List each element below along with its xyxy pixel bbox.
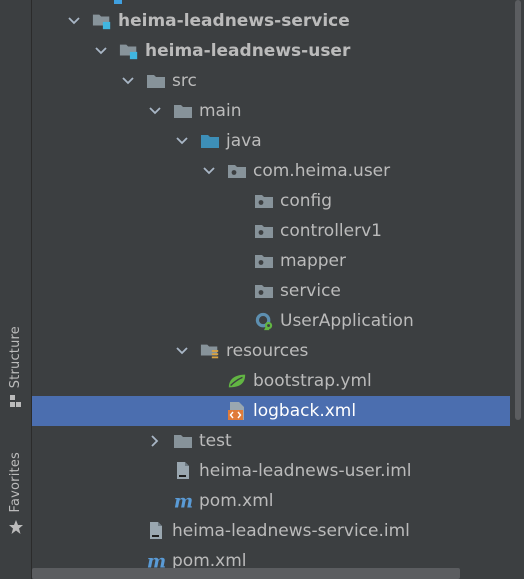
tree-row[interactable]: controllerv1 bbox=[32, 216, 510, 246]
tree-row-label: heima-leadnews-user bbox=[145, 41, 351, 61]
chevron-right-icon[interactable] bbox=[147, 426, 163, 456]
tree-row[interactable]: src bbox=[32, 66, 510, 96]
svg-text:m: m bbox=[174, 492, 193, 510]
horizontal-scrollbar-thumb[interactable] bbox=[32, 568, 460, 579]
left-tool-strip: Structure Favorites bbox=[0, 0, 32, 579]
tree-row[interactable]: mapper bbox=[32, 246, 510, 276]
package-icon bbox=[254, 246, 274, 276]
tree-row[interactable]: resources bbox=[32, 336, 510, 366]
tree-row[interactable]: config bbox=[32, 186, 510, 216]
folder-icon bbox=[146, 66, 166, 96]
package-icon bbox=[254, 186, 274, 216]
xml-file-icon bbox=[227, 396, 247, 426]
tree-row-label: mapper bbox=[280, 251, 347, 271]
project-tree: heima-leadnews-service heima-leadnews-use… bbox=[32, 0, 510, 572]
tree-row-label: controllerv1 bbox=[280, 221, 382, 241]
tree-row-label: logback.xml bbox=[253, 401, 357, 421]
chevron-down-icon[interactable] bbox=[201, 156, 217, 186]
tree-row[interactable]: heima-leadnews-service bbox=[32, 6, 510, 36]
tree-row[interactable]: test bbox=[32, 426, 510, 456]
tree-row[interactable]: heima-leadnews-user.iml bbox=[32, 456, 510, 486]
favorites-tab-label: Favorites bbox=[8, 452, 23, 513]
star-icon bbox=[8, 519, 23, 534]
tree-row[interactable]: m pom.xml bbox=[32, 486, 510, 516]
module-folder-icon bbox=[119, 36, 139, 66]
tree-row[interactable]: heima-leadnews-user bbox=[32, 36, 510, 66]
tree-row-label: config bbox=[280, 191, 333, 211]
tree-row-label: bootstrap.yml bbox=[253, 371, 372, 391]
tree-row-label: pom.xml bbox=[199, 491, 274, 511]
source-folder-icon bbox=[200, 126, 220, 156]
scrollbar-corner bbox=[460, 568, 524, 579]
chevron-down-icon[interactable] bbox=[120, 66, 136, 96]
iml-file-icon bbox=[146, 516, 166, 546]
tree-row[interactable]: java bbox=[32, 126, 510, 156]
module-folder-icon bbox=[92, 6, 112, 36]
tree-row[interactable]: UserApplication bbox=[32, 306, 510, 336]
tree-row-label: heima-leadnews-user.iml bbox=[199, 461, 412, 481]
tree-row-label: com.heima.user bbox=[253, 161, 391, 181]
tree-row-label: heima-leadnews-service bbox=[118, 11, 350, 31]
structure-icon bbox=[9, 395, 21, 408]
spring-boot-class-icon bbox=[254, 306, 274, 336]
maven-icon: m bbox=[173, 486, 193, 516]
tree-row-label: UserApplication bbox=[280, 311, 414, 331]
svg-text:m: m bbox=[147, 552, 166, 570]
resources-folder-icon bbox=[200, 336, 220, 366]
folder-icon bbox=[173, 96, 193, 126]
chevron-down-icon[interactable] bbox=[174, 336, 190, 366]
folder-icon bbox=[173, 426, 193, 456]
favorites-tool-tab[interactable]: Favorites bbox=[0, 452, 31, 552]
tree-row[interactable]: service bbox=[32, 276, 510, 306]
tree-row[interactable]: com.heima.user bbox=[32, 156, 510, 186]
chevron-down-icon[interactable] bbox=[66, 6, 82, 36]
chevron-down-icon[interactable] bbox=[93, 36, 109, 66]
tree-row-label: service bbox=[280, 281, 341, 301]
tree-row[interactable]: main bbox=[32, 96, 510, 126]
tree-row-label: heima-leadnews-service.iml bbox=[172, 521, 410, 541]
spring-yaml-icon bbox=[227, 366, 247, 396]
chevron-down-icon[interactable] bbox=[174, 126, 190, 156]
tree-row[interactable]: logback.xml bbox=[32, 396, 510, 426]
vertical-scrollbar-thumb[interactable] bbox=[515, 0, 521, 420]
tree-row-label: main bbox=[199, 101, 242, 121]
tree-row[interactable]: m pom.xml bbox=[32, 546, 510, 576]
maven-icon: m bbox=[146, 546, 166, 576]
partial-module-marker bbox=[114, 0, 122, 4]
package-icon bbox=[254, 216, 274, 246]
iml-file-icon bbox=[173, 456, 193, 486]
tree-row[interactable]: bootstrap.yml bbox=[32, 366, 510, 396]
chevron-down-icon[interactable] bbox=[147, 96, 163, 126]
tree-row-label: src bbox=[172, 71, 197, 91]
tree-row-label: test bbox=[199, 431, 232, 451]
tree-row-label: java bbox=[226, 131, 262, 151]
tree-row[interactable]: heima-leadnews-service.iml bbox=[32, 516, 510, 546]
tree-row-label: pom.xml bbox=[172, 551, 247, 571]
tree-row-label: resources bbox=[226, 341, 309, 361]
package-icon bbox=[227, 156, 247, 186]
structure-tool-tab[interactable]: Structure bbox=[0, 326, 31, 426]
package-icon bbox=[254, 276, 274, 306]
structure-tab-label: Structure bbox=[8, 326, 23, 389]
